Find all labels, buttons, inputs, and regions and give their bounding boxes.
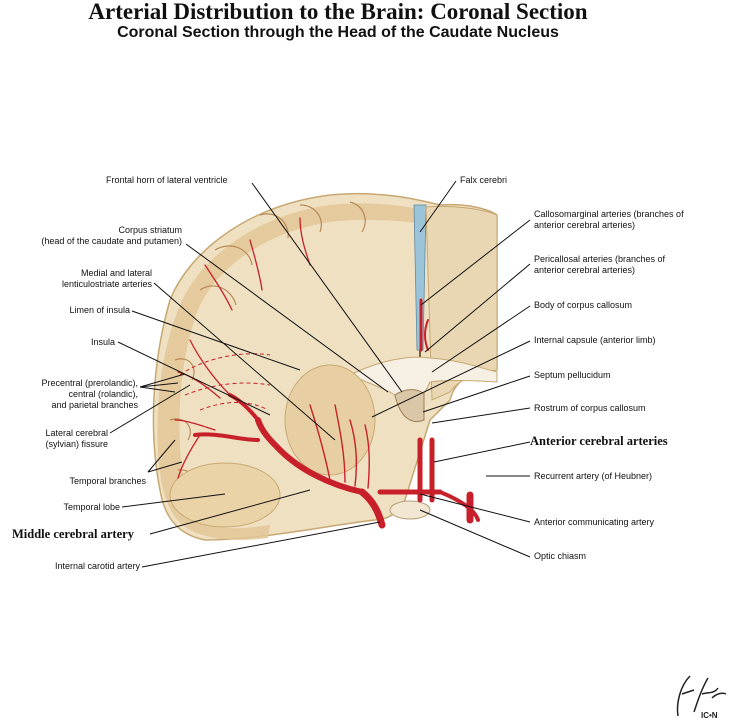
label-temporal-lobe: Temporal lobe bbox=[63, 502, 120, 512]
label-lateral-fissure-2: (sylvian) fissure bbox=[45, 439, 108, 449]
leader-frontal-horn bbox=[251, 182, 403, 393]
caudate-putamen-shape bbox=[284, 364, 376, 476]
label-internal-capsule: Internal capsule (anterior limb) bbox=[534, 335, 656, 345]
label-optic-chiasm: Optic chiasm bbox=[534, 551, 587, 561]
mca-lower-branch bbox=[193, 432, 260, 442]
figure-title: Arterial Distribution to the Brain: Coro… bbox=[88, 0, 588, 24]
internal-carotid-vessel bbox=[358, 488, 386, 529]
label-corpus-striatum-2: (head of the caudate and putamen) bbox=[41, 236, 182, 246]
label-precentral-1: Precentral (prerolandic), bbox=[41, 378, 138, 388]
leader-middle-cerebral bbox=[149, 489, 311, 535]
label-precentral-3: and parietal branches bbox=[51, 400, 138, 410]
label-lenticulostriate-1: Medial and lateral bbox=[80, 268, 152, 278]
label-recurrent-artery: Recurrent artery (of Heubner) bbox=[534, 471, 653, 481]
leader-temporal-lobe bbox=[121, 493, 226, 508]
leader-callosomarginal bbox=[420, 219, 531, 306]
temporal-lobe-shape bbox=[169, 462, 281, 528]
label-insula: Insula bbox=[90, 337, 115, 347]
signature-mark: IC•N bbox=[701, 711, 718, 720]
leader-limen bbox=[131, 310, 301, 371]
leader-septum bbox=[422, 375, 531, 413]
label-precentral-2: central (rolandic), bbox=[68, 389, 138, 399]
leader-rostrum bbox=[431, 407, 531, 424]
insula-dashed-outline bbox=[179, 353, 271, 411]
leader-falx bbox=[419, 180, 457, 233]
leader-corpus-striatum bbox=[185, 243, 389, 393]
label-body-corpus-callosum: Body of corpus callosum bbox=[534, 300, 633, 310]
falx-cerebri-shape bbox=[413, 204, 427, 351]
label-temporal-branches: Temporal branches bbox=[69, 476, 146, 486]
label-lenticulostriate-2: lenticulostriate arteries bbox=[61, 279, 152, 289]
label-falx-cerebri: Falx cerebri bbox=[460, 175, 508, 185]
label-corpus-striatum-1: Corpus striatum bbox=[118, 225, 182, 235]
label-lateral-fissure-1: Lateral cerebral bbox=[45, 428, 108, 438]
label-frontal-horn: Frontal horn of lateral ventricle bbox=[106, 175, 228, 185]
label-callosomarginal-2: anterior cerebral arteries) bbox=[534, 220, 636, 230]
leader-body-cc bbox=[431, 305, 531, 373]
leader-lateral-fissure bbox=[109, 384, 191, 434]
leader-anterior-cerebral bbox=[433, 441, 531, 463]
leader-pericallosal bbox=[424, 263, 531, 353]
middle-cerebral-vessel bbox=[255, 417, 365, 495]
leader-precentral-c bbox=[139, 386, 176, 393]
label-pericallosal-2: anterior cerebral arteries) bbox=[534, 265, 636, 275]
right-hemisphere-strip bbox=[425, 205, 498, 401]
leader-precentral-a bbox=[139, 373, 186, 388]
leader-internal-capsule bbox=[371, 340, 531, 418]
leader-temporal-branches-a bbox=[147, 439, 176, 473]
label-limen-insula: Limen of insula bbox=[69, 305, 130, 315]
label-septum-pellucidum: Septum pellucidum bbox=[534, 370, 611, 380]
leader-lenticulostriate bbox=[153, 282, 336, 441]
label-anterior-cerebral-arteries: Anterior cerebral arteries bbox=[530, 434, 668, 448]
artist-signature bbox=[676, 675, 727, 717]
label-callosomarginal-1: Callosomarginal arteries (branches of bbox=[534, 209, 684, 219]
label-anterior-communicating: Anterior communicating artery bbox=[534, 517, 655, 527]
label-rostrum: Rostrum of corpus callosum bbox=[534, 403, 646, 413]
label-pericallosal-1: Pericallosal arteries (branches of bbox=[534, 254, 666, 264]
lateral-ventricle-shape bbox=[394, 389, 425, 422]
label-internal-carotid: Internal carotid artery bbox=[54, 561, 140, 571]
optic-chiasm-shape bbox=[389, 500, 431, 520]
leader-internal-carotid bbox=[141, 521, 381, 568]
leader-precentral-b bbox=[139, 382, 179, 388]
lenticulostriate-vessels bbox=[309, 404, 370, 489]
cortical-branches bbox=[174, 217, 311, 479]
mca-insular-trunk bbox=[228, 393, 260, 422]
leader-insula bbox=[117, 341, 271, 416]
figure-subtitle: Coronal Section through the Head of the … bbox=[117, 24, 559, 41]
label-middle-cerebral-artery: Middle cerebral artery bbox=[12, 527, 134, 541]
leader-anterior-communicating bbox=[419, 493, 531, 523]
leader-optic-chiasm bbox=[419, 509, 531, 558]
pericallosal-vessel-2 bbox=[424, 319, 429, 351]
leader-temporal-branches-b bbox=[147, 461, 183, 473]
leader-lines bbox=[109, 180, 531, 568]
